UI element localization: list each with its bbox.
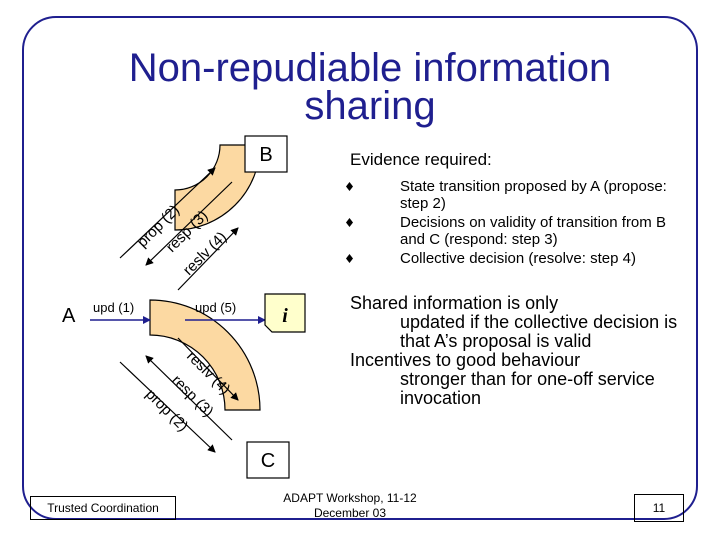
- shared-line1: Shared information is only: [350, 293, 559, 313]
- node-c-box: [246, 441, 290, 479]
- info-icon: i: [282, 305, 288, 327]
- evidence-item-text: Collective decision (resolve: step 4): [400, 250, 636, 267]
- footer-left-box: Trusted Coordination: [30, 496, 176, 520]
- node-a-label: A: [62, 305, 76, 327]
- diamond-bullet-icon: [346, 218, 353, 227]
- top-reslv-arrow: [177, 227, 239, 291]
- evidence-item-text: Decisions on validity of transition from…: [400, 214, 666, 248]
- bot-resp-arrow: [145, 355, 233, 441]
- bot-reslv-arrow: [177, 337, 239, 401]
- footer-middle: ADAPT Workshop, 11-12 December 03: [283, 491, 417, 520]
- bottom-arc-shape: [149, 299, 261, 411]
- evidence-item-text: State transition proposed by A (propose:…: [400, 178, 667, 212]
- info-note: [264, 293, 306, 333]
- slide-title-line2: sharing: [304, 84, 436, 128]
- bot-prop-arrow: [119, 361, 216, 453]
- evidence-list: State transition proposed by A (propose:…: [346, 178, 676, 269]
- diamond-bullet-icon: [346, 254, 353, 263]
- upd1-label: upd (1): [93, 300, 134, 315]
- page-number: 11: [634, 494, 684, 522]
- top-prop-arrow: [119, 167, 216, 259]
- evidence-item: Decisions on validity of transition from…: [346, 214, 676, 248]
- evidence-title: Evidence required:: [350, 150, 492, 169]
- evidence-item: State transition proposed by A (propose:…: [346, 178, 676, 212]
- upd5-label: upd (5): [195, 300, 236, 315]
- shared-line2: Incentives to good behaviour: [350, 350, 581, 370]
- diamond-bullet-icon: [346, 182, 353, 191]
- shared-line1-cont: updated if the collective decision is th…: [400, 312, 678, 351]
- evidence-item: Collective decision (resolve: step 4): [346, 250, 676, 267]
- slide-title-line1: Non-repudiable information: [128, 46, 612, 90]
- shared-info-text: Shared information is only updated if th…: [350, 294, 680, 408]
- top-resp-arrow: [145, 181, 233, 266]
- node-b-box: [244, 135, 288, 173]
- node-b-label: B: [259, 144, 272, 166]
- shared-line2-cont: stronger than for one-off service invoca…: [400, 369, 655, 408]
- node-c-label: C: [261, 450, 275, 472]
- slide-frame: [22, 16, 698, 520]
